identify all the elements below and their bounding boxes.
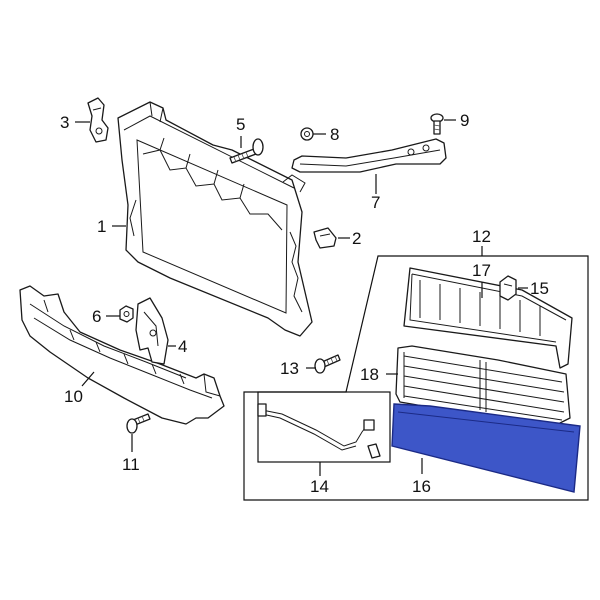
nut-part-6 <box>119 305 134 323</box>
callout-11: 11 <box>122 455 140 474</box>
screw-part-9 <box>430 113 444 135</box>
radiator-support-frame <box>117 101 313 337</box>
clip-part-2 <box>313 227 337 249</box>
callout-9: 9 <box>460 111 469 130</box>
part-14-box <box>257 391 391 463</box>
callout-6: 6 <box>92 307 101 326</box>
clip-part-8 <box>300 127 314 141</box>
callout-12: 12 <box>472 227 491 246</box>
callout-1: 1 <box>97 217 106 236</box>
callout-10: 10 <box>64 387 83 406</box>
callout-8: 8 <box>330 125 339 144</box>
bracket-part-4 <box>135 297 169 365</box>
callout-5: 5 <box>236 115 245 134</box>
wiring-harness-part-14 <box>257 403 381 459</box>
callout-18: 18 <box>360 365 379 384</box>
deflector-part-16 <box>391 403 581 493</box>
bracket-part-3 <box>87 97 109 143</box>
deflector-highlight <box>391 403 581 493</box>
upper-tie-bar-part-7 <box>291 138 447 173</box>
callout-16: 16 <box>412 477 431 496</box>
callout-labels: 1 2 3 4 5 6 7 8 9 10 11 12 13 14 15 16 1… <box>60 111 549 496</box>
bolt-part-5 <box>229 138 264 164</box>
shutter-assembly-part-18 <box>395 345 571 425</box>
callout-3: 3 <box>60 113 69 132</box>
callout-7: 7 <box>371 193 380 212</box>
bolt-part-11 <box>126 413 151 434</box>
leader-lines <box>75 119 528 476</box>
callout-14: 14 <box>310 477 329 496</box>
callout-17: 17 <box>472 261 491 280</box>
air-guide-part-17 <box>403 267 573 369</box>
callout-13: 13 <box>280 359 299 378</box>
callout-2: 2 <box>352 229 361 248</box>
bolt-part-13 <box>314 354 341 374</box>
callout-4: 4 <box>178 337 187 356</box>
callout-15: 15 <box>530 279 549 298</box>
clip-part-15 <box>499 275 517 301</box>
lower-reinforcement-part-10 <box>19 285 225 425</box>
